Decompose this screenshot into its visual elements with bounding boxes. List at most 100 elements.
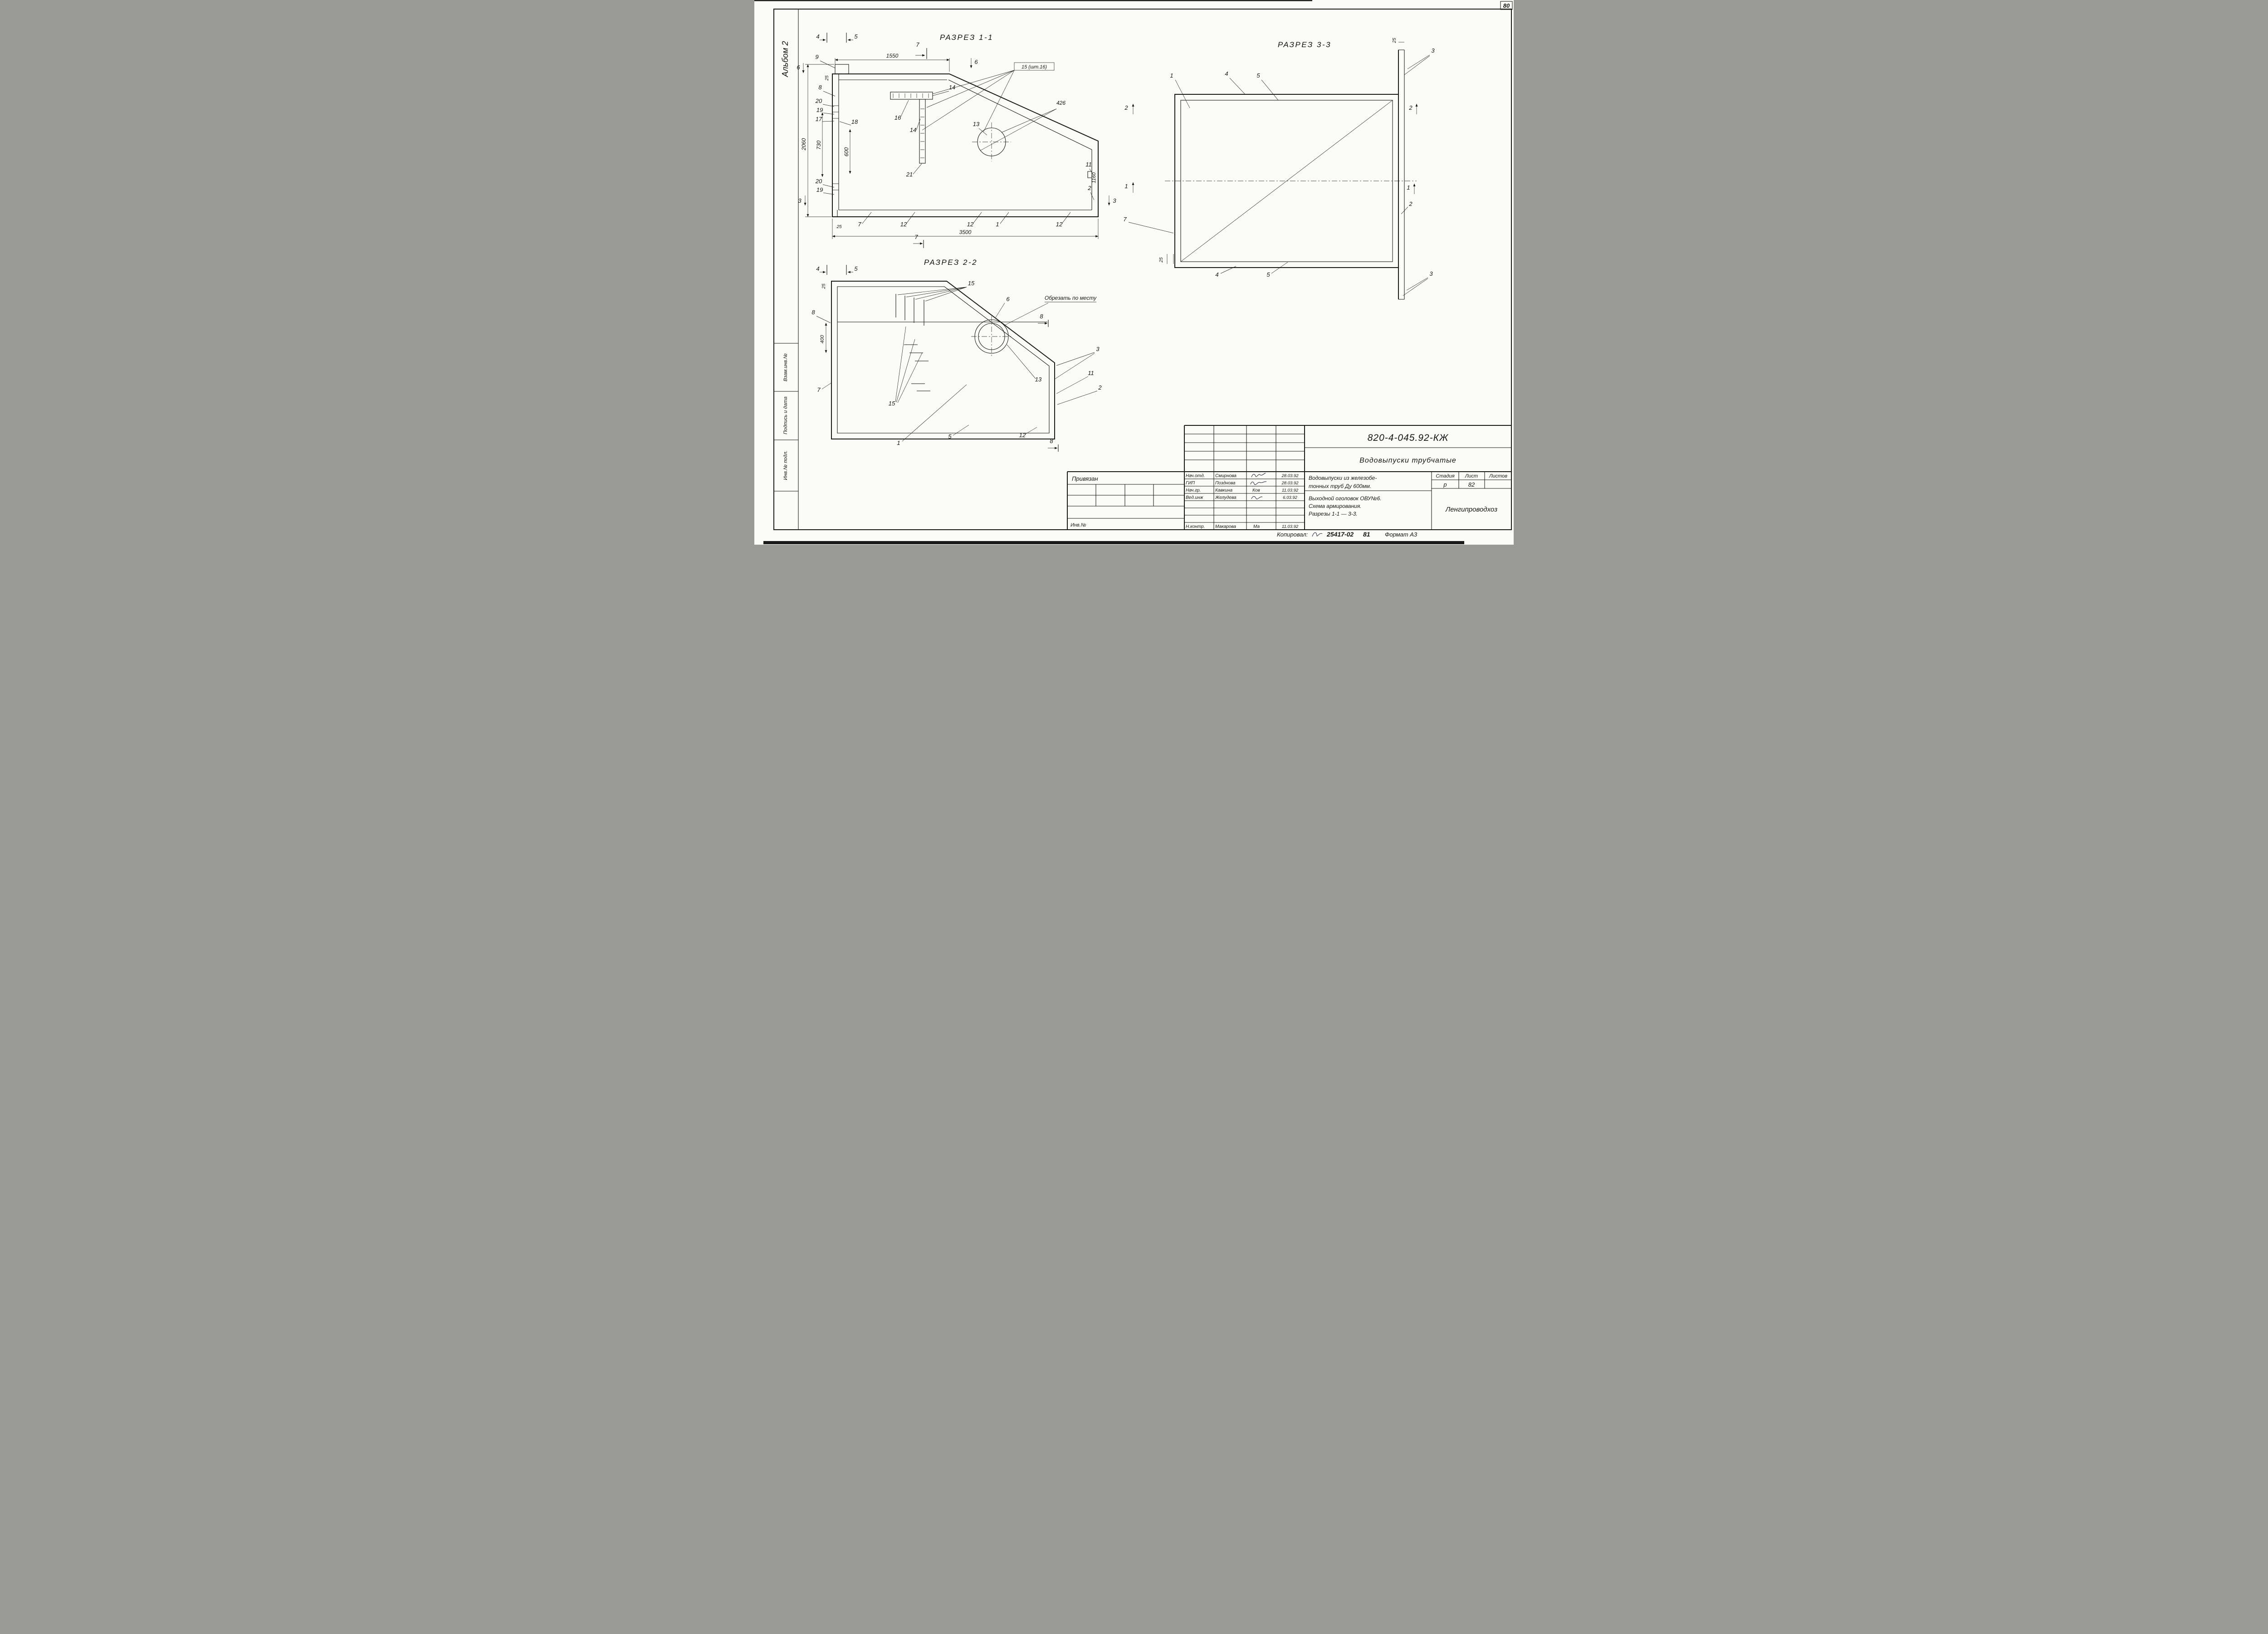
role: ГИП — [1186, 481, 1195, 486]
privyazan-label: Привязан — [1072, 475, 1098, 482]
svg-text:7: 7 — [1123, 216, 1127, 223]
svg-text:11: 11 — [1088, 370, 1094, 376]
dim-400: 400 — [820, 322, 827, 353]
s33-callouts: 25 25 3 1 4 5 2 2 1 1 2 7 4 5 3 — [1123, 38, 1435, 296]
s33-diagonal — [1180, 100, 1393, 262]
svg-text:8: 8 — [811, 309, 815, 316]
note-cut-text: Обрезать по месту — [1045, 295, 1097, 301]
s11-right-bracket — [1087, 171, 1092, 178]
cut-mark-3-left: 3 — [798, 195, 807, 206]
s22-outline — [831, 281, 1055, 439]
cut-mark-5: 5 — [846, 33, 858, 43]
name: Позднова — [1215, 481, 1236, 486]
cut-6l-label: 6 — [797, 64, 800, 71]
s11-structure — [832, 64, 1099, 217]
svg-text:4: 4 — [1215, 271, 1218, 278]
note-cut: Обрезать по месту — [1004, 295, 1097, 326]
callout-7-s33: 7 — [1123, 216, 1174, 234]
svg-text:2: 2 — [1408, 200, 1413, 207]
stamp-vzam-label: Взам.инв.№ — [783, 353, 788, 381]
svg-text:12: 12 — [967, 221, 974, 228]
dim-25-s33-bottom: 25 — [1159, 257, 1164, 263]
stage-value: р — [1443, 481, 1447, 488]
sheet-name-1: Выходной оголовок ОВУ№6. — [1309, 495, 1382, 502]
cut-mark-8-bottom: 8 — [1048, 438, 1059, 452]
sig-row-4: Вед.инж Желудева 6.03.92 — [1186, 495, 1298, 500]
callout-15-bottom: 15 — [889, 326, 923, 407]
callout-2-s22: 2 — [1057, 384, 1102, 405]
svg-text:2: 2 — [1124, 104, 1128, 111]
callout-13-s22: 13 — [1007, 344, 1042, 383]
role: Нач.отд. — [1186, 473, 1205, 478]
svg-text:4: 4 — [816, 265, 819, 272]
callout-12a: 12 — [900, 212, 915, 228]
svg-text:2: 2 — [1408, 104, 1413, 111]
callout-3-top: 3 — [1404, 47, 1435, 75]
svg-text:7: 7 — [858, 221, 861, 228]
kopiroval-label: Копировал: — [1277, 531, 1308, 538]
svg-text:1: 1 — [1170, 72, 1173, 79]
stage-header: Стадия — [1436, 473, 1454, 479]
s22-structure — [831, 281, 1055, 439]
margin-stamp: Альбом 2 Взам.инв.№ Подпись и дата Инв.№… — [781, 41, 790, 480]
cut-3r-label: 3 — [1113, 197, 1116, 204]
footer-doc-code: 25417-02 — [1326, 531, 1354, 538]
sheet-name-3: Разрезы 1-1 — 3-3. — [1309, 511, 1358, 517]
svg-text:7: 7 — [817, 386, 821, 393]
callout-5-s22: 5 — [948, 424, 969, 440]
dim-1550-text: 1550 — [886, 53, 899, 59]
dim-25-bottom-text: 25 — [836, 224, 842, 229]
signature-text: Ма — [1253, 524, 1260, 529]
svg-text:5: 5 — [1266, 271, 1270, 278]
cut-4-label: 4 — [816, 33, 819, 40]
page-number: 80 — [1503, 2, 1510, 9]
svg-text:2: 2 — [1087, 185, 1091, 191]
svg-text:3: 3 — [1429, 270, 1433, 277]
svg-text:12: 12 — [1056, 221, 1063, 228]
callout-8: 8 — [818, 84, 836, 97]
callout-5-top: 5 — [1256, 72, 1279, 101]
svg-text:13: 13 — [1035, 376, 1042, 383]
cut-mark-6-right: 6 — [970, 58, 978, 68]
callout-9: 9 — [815, 54, 836, 68]
cut-mark-5-s22: 5 — [846, 265, 858, 275]
callout-14b: 14 — [910, 118, 921, 133]
organization: Ленгипроводхоз — [1445, 506, 1497, 513]
callout-17: 17 — [816, 116, 835, 122]
section-2-2-title: РАЗРЕЗ 2-2 — [924, 258, 978, 267]
svg-text:20: 20 — [815, 178, 822, 185]
cut-7b-label: 7 — [914, 234, 918, 240]
footer-sheet-num: 81 — [1363, 531, 1370, 538]
callout-12-s22: 12 — [1019, 427, 1037, 439]
svg-text:4: 4 — [1225, 70, 1228, 77]
footer-format: Формат А3 — [1385, 531, 1418, 538]
dim-730: 730 — [816, 112, 824, 177]
callout-3-bottom: 3 — [1403, 270, 1433, 296]
signature-scribble — [1250, 481, 1267, 485]
section-2-2: РАЗРЕЗ 2-2 2 5 400 4 5 8 — [811, 258, 1102, 452]
callout-6: 6 — [995, 296, 1010, 318]
svg-text:1: 1 — [1407, 184, 1410, 191]
date: 11.03.92 — [1282, 524, 1299, 529]
callout-14a: 14 — [932, 84, 955, 96]
section-1-1-title: РАЗРЕЗ 1-1 — [940, 33, 993, 42]
section-3-3-title: РАЗРЕЗ 3-3 — [1278, 40, 1331, 49]
svg-text:20: 20 — [815, 98, 822, 104]
role: Нач.гр. — [1186, 488, 1201, 493]
section-3-3: РАЗРЕЗ 3-3 25 25 3 1 4 5 2 2 1 — [1123, 38, 1435, 300]
dim-3500-text: 3500 — [959, 229, 972, 235]
cut-mark-7-bottom: 7 — [913, 234, 924, 248]
svg-text:12: 12 — [1019, 432, 1026, 439]
callout-1-top: 1 — [1170, 72, 1190, 108]
callout-13: 13 — [973, 121, 987, 136]
scan-artifact-top — [754, 0, 1312, 1]
dim-426: 426 — [1056, 100, 1066, 106]
cut-7-label: 7 — [916, 41, 919, 48]
date: 28.03.92 — [1281, 481, 1299, 486]
title-block: 820-4-045.92-КЖ Водовыпуски трубчатые Во… — [1067, 425, 1511, 530]
cut-5-label: 5 — [854, 33, 858, 40]
inv-no-label: Инв.№ — [1070, 522, 1086, 528]
svg-text:14: 14 — [910, 127, 916, 133]
s11-dimensions: 1550 3500 2060 730 600 25 25 1160 — [801, 53, 1099, 239]
project-desc-2: тонных труб Ду 600мм. — [1309, 483, 1371, 489]
